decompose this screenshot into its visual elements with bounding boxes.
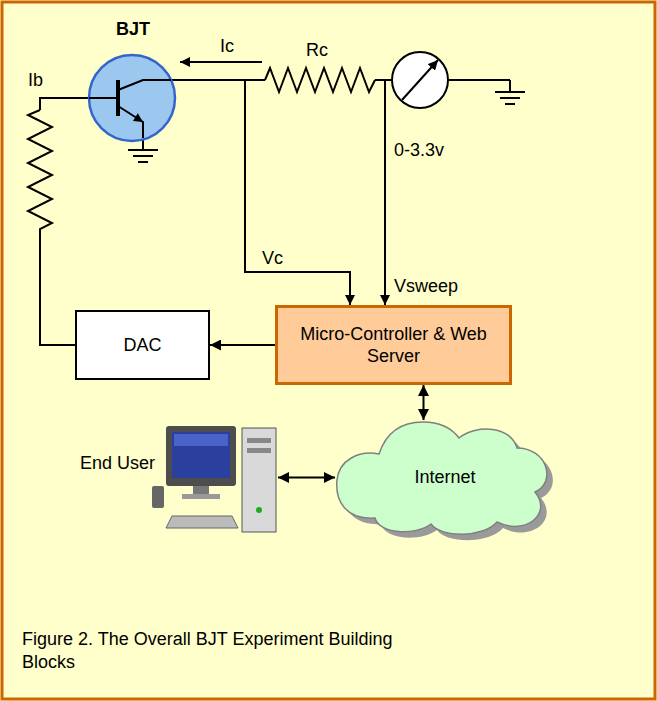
internet-cloud: Internet (335, 420, 555, 535)
emitter-arrow (133, 113, 143, 122)
monitor-foot (182, 494, 220, 499)
node-label: End User (80, 452, 155, 475)
resistor-symbol (28, 110, 52, 235)
signal-label: Ic (220, 36, 234, 58)
computer-drawing (152, 420, 278, 545)
monitor-bezel (166, 426, 236, 486)
sweep-wire (375, 79, 392, 81)
collector-lead (118, 80, 171, 90)
collector-wire (171, 79, 265, 81)
connector-arrow (278, 477, 335, 479)
ground-symbol (500, 97, 520, 99)
resistor-symbol (265, 68, 375, 92)
dac-box: DAC (75, 310, 210, 380)
ground-symbol (138, 161, 148, 163)
monitor-screen (172, 432, 230, 478)
node-label: Internet (414, 466, 475, 489)
controller-box: Micro-Controller & Web Server (275, 305, 512, 385)
figure-caption: Figure 2. The Overall BJT Experiment Bui… (22, 628, 402, 673)
signal-label: Vc (262, 248, 283, 270)
base-wire (40, 98, 89, 110)
monitor-stand (193, 486, 209, 494)
ground-wire (448, 79, 510, 81)
range-label: 0-3.3v (394, 140, 444, 162)
ground-symbol (128, 149, 158, 151)
base-lead (89, 97, 118, 99)
signal-wire (245, 80, 350, 305)
ground-symbol (495, 91, 525, 93)
ground-wire (509, 80, 511, 92)
emitter-lead (118, 106, 143, 138)
signal-label: Ib (28, 70, 43, 92)
signal-wire (384, 80, 386, 305)
drive-slot (247, 448, 271, 453)
cloud-outline (337, 422, 547, 534)
screen-highlight (174, 434, 228, 446)
node-label: Micro-Controller & Web Server (290, 323, 497, 368)
signal-label: Vsweep (394, 276, 458, 298)
connector-arrow (423, 385, 425, 420)
current-arrow (180, 61, 262, 63)
transistor-circle: BJT (85, 18, 181, 146)
variable-arrow (402, 60, 438, 100)
ground-symbol (133, 155, 153, 157)
keyboard (166, 516, 238, 528)
computer-tower (242, 428, 276, 532)
speaker (152, 486, 164, 508)
part-heading: BJT (85, 18, 181, 41)
transistor-outline (89, 55, 175, 141)
drive-slot (247, 438, 271, 443)
power-light (256, 507, 262, 513)
voltage-source-symbol (392, 52, 448, 108)
node-label: DAC (123, 334, 161, 357)
base-wire (40, 235, 75, 345)
part-label: Rc (306, 40, 328, 62)
computer-icon: End User (70, 420, 278, 545)
connector-arrow (210, 344, 275, 346)
ground-symbol (505, 103, 515, 105)
